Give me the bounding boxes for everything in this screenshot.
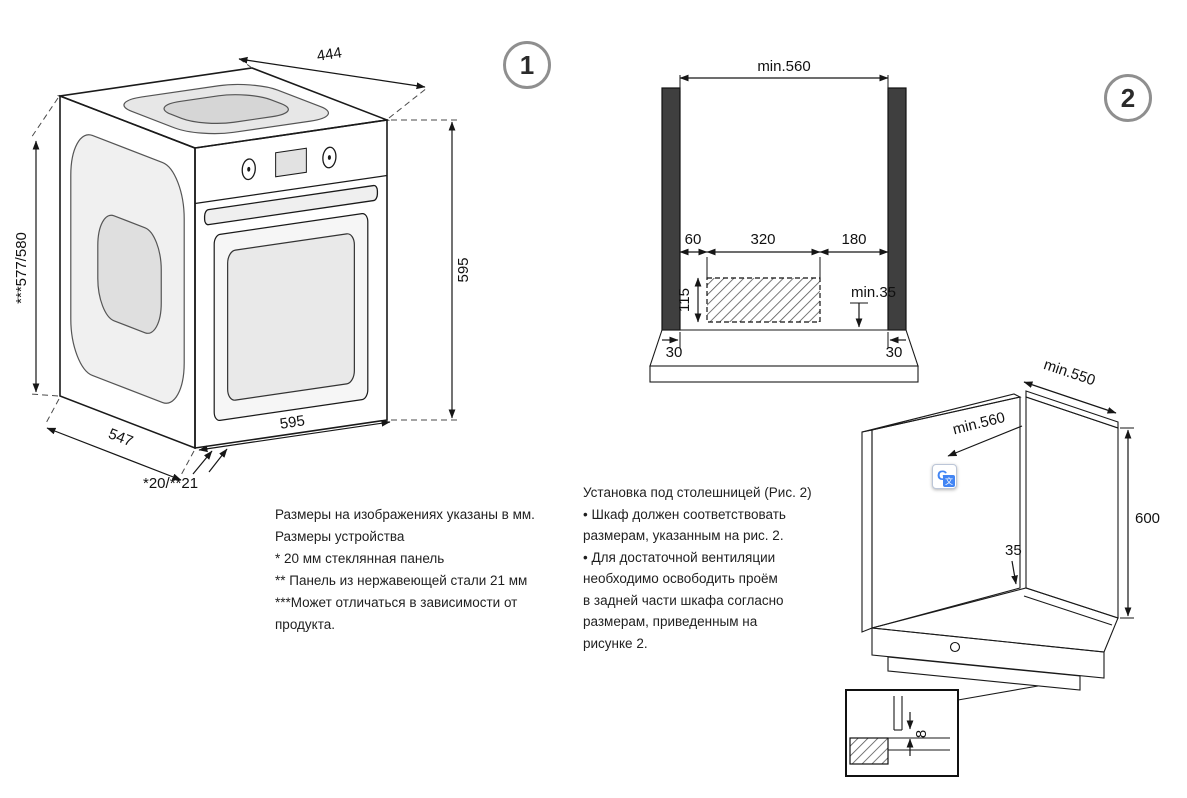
dim-cutout-position: 60 320 180 [679, 231, 889, 278]
oven-door-glass [228, 233, 355, 401]
svg-text:115: 115 [676, 288, 693, 312]
niche-bottom-slab [649, 329, 919, 383]
niche-front-view-figure: min.560 60 320 180 115 min.35 [649, 58, 919, 383]
oven-front-face [195, 120, 387, 448]
translate-glyph: 文 [943, 475, 955, 487]
svg-text:320: 320 [750, 231, 775, 248]
dim-body-height: ***577/580 [13, 97, 59, 397]
cabinet-base [871, 587, 1119, 691]
figure2-number: 2 [1120, 82, 1136, 113]
svg-text:min.560: min.560 [757, 58, 810, 75]
notes-line: размерам, указанным на рис. 2. [583, 528, 784, 543]
dim-panel-thickness: *20/**21 [143, 448, 228, 492]
oven-isometric-figure: 444 595 ***577/580 547 595 [15, 25, 515, 495]
dim-bottom-right-gap: 30 [886, 332, 906, 361]
dim-cutout-height: 115 [676, 277, 702, 323]
detail-drawing: 8 [845, 685, 1039, 777]
svg-text:8: 8 [913, 730, 930, 738]
cabinet-foot-adjuster [949, 641, 961, 653]
notes-line: • Для достаточной вентиляции [583, 549, 776, 565]
dim-min-gap: min.35 [850, 284, 896, 328]
dim-top-width: 444 [236, 44, 428, 119]
notes-line: в задней части шкафа согласно [583, 592, 784, 608]
google-translate-icon[interactable]: G 文 [932, 464, 957, 489]
figure1-badge: 1 [503, 41, 551, 89]
cabinet-left-wall [861, 393, 1022, 633]
svg-text:547: 547 [106, 425, 135, 450]
cabinet-isometric-figure: min.550 min.560 600 35 [845, 356, 1160, 777]
svg-text:min.560: min.560 [951, 409, 1007, 438]
svg-text:35: 35 [1005, 542, 1022, 559]
translate-g-letter: G [937, 468, 948, 482]
dim-front-width: 595 [198, 412, 391, 453]
dim-cabinet-height: 600 [1120, 427, 1160, 619]
dim-front-height: 595 [391, 119, 472, 421]
svg-text:30: 30 [886, 344, 903, 361]
svg-text:180: 180 [841, 231, 866, 248]
notes-line: ** Панель из нержавеющей стали 21 мм [275, 573, 528, 588]
notes-dimensions: Размеры на изображениях указаны в мм. Ра… [275, 504, 540, 636]
svg-text:30: 30 [666, 344, 683, 361]
oven-top-panel [60, 68, 387, 148]
notes-line: Размеры на изображениях указаны в мм. [275, 507, 535, 522]
dim-niche-width: min.560 [679, 58, 889, 91]
svg-text:600: 600 [1135, 510, 1160, 527]
svg-text:min.35: min.35 [851, 284, 896, 301]
dim-inner-width: min.560 [947, 409, 1023, 457]
cabinet-back-wall [1025, 390, 1119, 619]
notes-line: необходимо освободить проём [583, 571, 778, 586]
oven-side-panel [60, 96, 195, 448]
svg-text:444: 444 [316, 44, 343, 65]
svg-text:595: 595 [279, 412, 306, 433]
svg-text:60: 60 [685, 231, 702, 248]
dim-bottom-left-gap: 30 [662, 332, 682, 361]
svg-text:min.550: min.550 [1041, 356, 1097, 389]
notes-line: ***Может отличаться в зависимости от [275, 595, 518, 610]
svg-text:***577/580: ***577/580 [13, 232, 30, 304]
oven-door-handle [205, 185, 378, 225]
dim-top-depth: min.550 [1023, 356, 1117, 414]
svg-text:*20/**21: *20/**21 [143, 475, 198, 492]
figure2-badge: 2 [1104, 74, 1152, 122]
figure1-number: 1 [519, 49, 535, 80]
notes-line: * 20 мм стеклянная панель [275, 551, 445, 566]
vent-cutout-hatched [706, 277, 821, 323]
svg-text:595: 595 [455, 257, 472, 282]
notes-line: Размеры устройства [275, 529, 405, 544]
notes-line: рисунке 2. [583, 635, 648, 651]
dim-back-gap: 35 [1005, 542, 1022, 585]
oven-display [276, 148, 307, 176]
notes-line: продукта. [275, 617, 336, 632]
notes-line: • Шкаф должен соответствовать [583, 506, 786, 522]
notes-installation: Установка под столешницей (Рис. 2) • Шка… [583, 482, 813, 654]
notes-line: Установка под столешницей (Рис. 2) [583, 485, 812, 500]
notes-line: размерам, приведенным на [583, 614, 758, 629]
